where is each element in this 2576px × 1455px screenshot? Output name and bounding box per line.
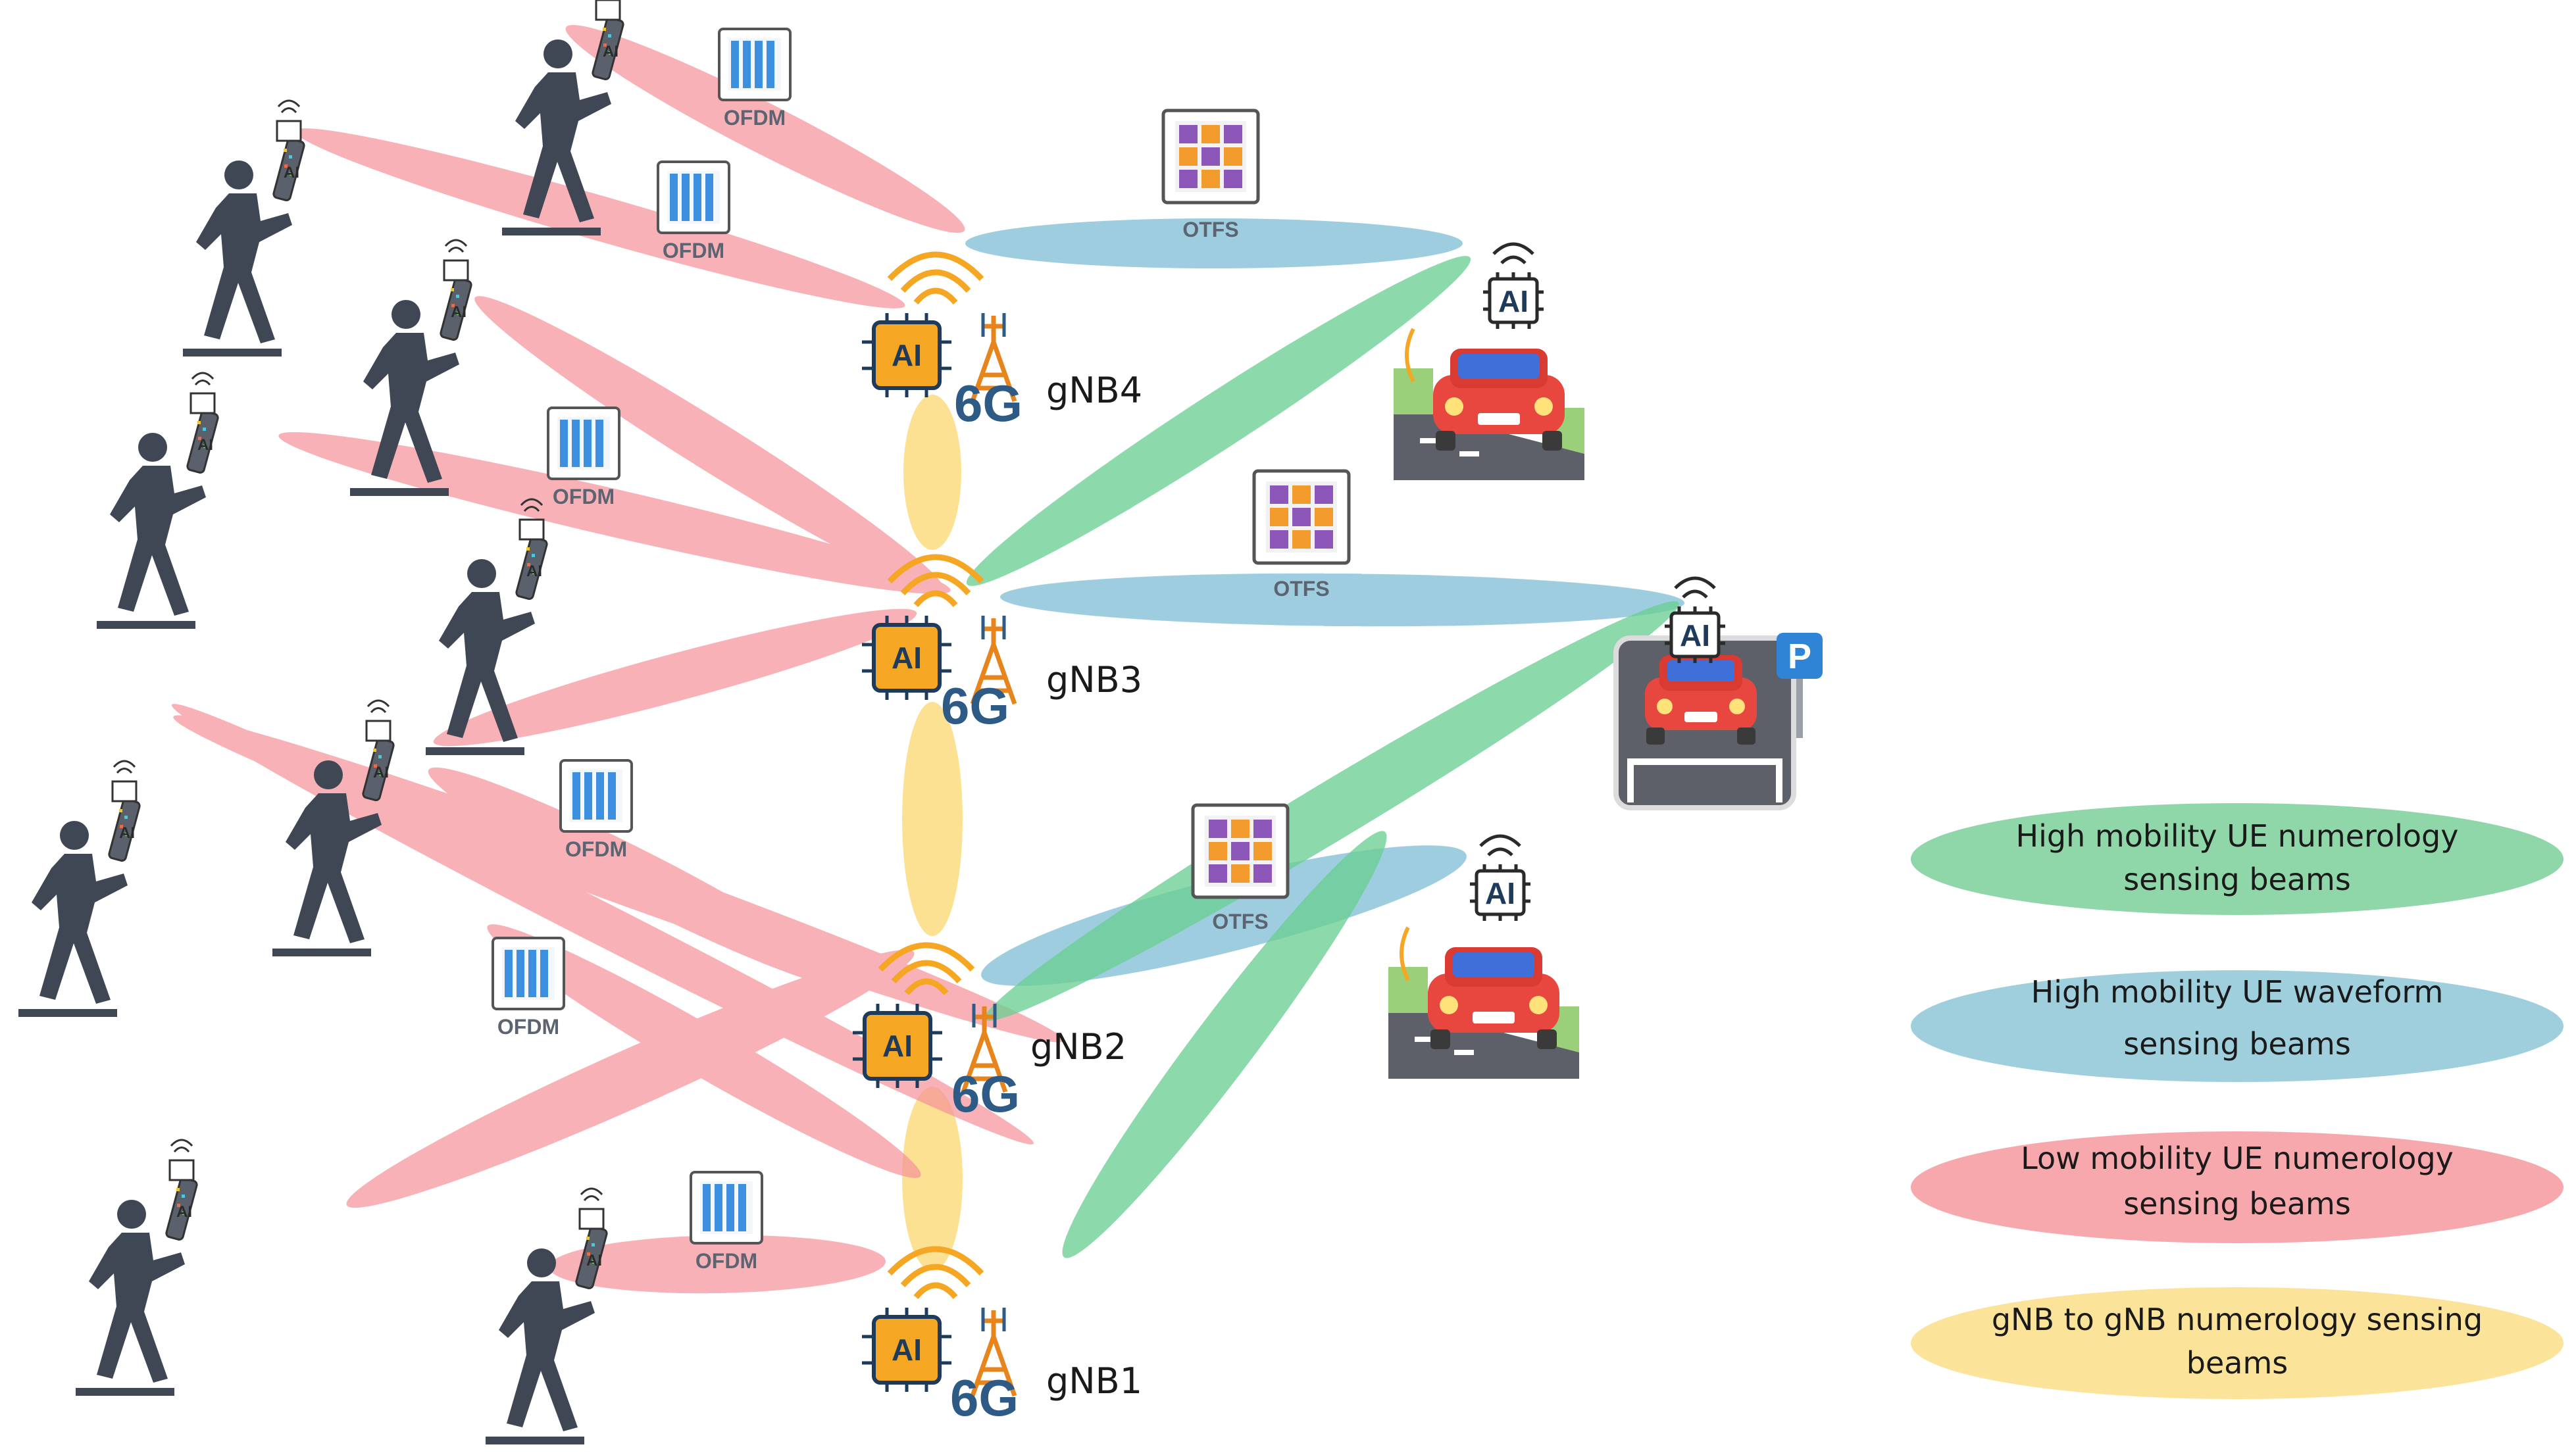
svg-text:gNB1: gNB1 [1046,1360,1142,1402]
svg-text:AI: AI [1485,876,1515,910]
otfs-beam-gnb4 [965,218,1463,268]
person-with-phone-icon [74,1139,199,1397]
person-with-phone-icon [95,372,220,630]
svg-text:AI: AI [197,436,213,454]
green-beams [966,256,1679,1258]
svg-text:OTFS: OTFS [1212,910,1268,933]
svg-text:Low mobility UE numerology: Low mobility UE numerology [2021,1141,2454,1176]
gnb1-station: AI 6G gNB1 [862,1249,1142,1427]
svg-text:gNB3: gNB3 [1046,659,1142,701]
ofdm-icon: OFDM [492,937,565,1039]
svg-text:6G: 6G [951,1065,1020,1123]
gnb2-parking-beam [984,601,1679,1021]
svg-text:High mobility UE waveform: High mobility UE waveform [2031,974,2444,1010]
svg-text:AI: AI [451,303,467,321]
gnb2-station: AI 6G gNB2 [853,945,1126,1123]
red-beams [171,24,1064,1294]
car-ai-tag: AI [1665,578,1725,663]
legend-item-blue: High mobility UE waveform sensing beams [1911,970,2563,1082]
otfs-beam-gnb3 [1000,573,1684,627]
svg-text:AI: AI [284,164,299,182]
gnb4-car1-beam [966,256,1471,586]
svg-text:gNB4: gNB4 [1046,370,1142,411]
gnb2-gnb1-beam [902,1087,963,1271]
svg-text:AI: AI [892,1333,922,1367]
parking-lot-car [1613,635,1796,810]
ofdm-icon: OFDM [690,1171,763,1273]
svg-text:sensing beams: sensing beams [2123,1186,2351,1221]
svg-text:gNB2: gNB2 [1030,1026,1126,1068]
gnb3-gnb2-beam [902,702,963,936]
svg-text:High mobility UE numerology: High mobility UE numerology [2016,818,2459,854]
svg-text:AI: AI [526,562,542,580]
car-on-road-2 [1388,927,1579,1079]
person-with-phone-icon [17,760,141,1018]
svg-text:OFDM: OFDM [663,239,724,262]
person-with-phone-icon [484,1187,609,1446]
car-on-road-1 [1394,329,1584,480]
car-ai-tag: AI [1483,244,1544,329]
svg-text:AI: AI [373,764,389,781]
svg-text:OTFS: OTFS [1182,218,1238,241]
ofdm-icon: OFDM [657,160,730,262]
svg-text:AI: AI [603,43,619,61]
ofdm-icon: OFDM [559,759,633,861]
svg-text:AI: AI [892,641,922,675]
parking-sign: P [1777,633,1823,738]
svg-text:AI: AI [1498,284,1528,318]
svg-text:P: P [1788,637,1811,676]
svg-text:6G: 6G [954,374,1023,432]
svg-text:6G: 6G [950,1369,1019,1427]
svg-text:OFDM: OFDM [553,485,615,508]
svg-text:beams: beams [2186,1345,2288,1381]
phone-ai-labels: AI AI AI AI AI AI AI AI AI [119,43,619,1270]
svg-text:AI: AI [892,338,922,372]
svg-text:6G: 6G [941,677,1009,735]
gnb3-station: AI 6G gNB3 [862,557,1142,735]
svg-text:OFDM: OFDM [565,837,627,861]
legend-item-red: Low mobility UE numerology sensing beams [1911,1131,2563,1243]
otfs-icon: OTFS [1163,111,1258,241]
otfs-icon: OTFS [1193,805,1288,933]
yellow-beams [902,395,963,1271]
ofdm-icon: OFDM [718,28,792,130]
legend-item-yellow: gNB to gNB numerology sensing beams [1911,1287,2563,1399]
otfs-icon: OTFS [1254,471,1349,601]
svg-text:sensing beams: sensing beams [2123,1026,2351,1062]
svg-text:AI: AI [586,1252,602,1270]
legend: High mobility UE numerology sensing beam… [1911,803,2563,1399]
person-with-phone-icon [182,99,306,358]
svg-text:OTFS: OTFS [1273,577,1329,601]
car-ai-tag: AI [1470,836,1530,921]
svg-text:AI: AI [882,1029,913,1063]
svg-text:AI: AI [176,1203,192,1221]
svg-text:OFDM: OFDM [497,1015,559,1039]
svg-text:sensing beams: sensing beams [2123,862,2351,897]
gnb1-car3-beam [1062,831,1387,1258]
gnb4-gnb3-beam [903,395,961,550]
svg-text:AI: AI [1680,618,1710,653]
legend-item-green: High mobility UE numerology sensing beam… [1911,803,2563,915]
ofdm-icon: OFDM [547,407,620,508]
svg-text:OFDM: OFDM [724,106,786,130]
svg-text:OFDM: OFDM [695,1249,757,1273]
svg-text:AI: AI [119,824,135,842]
gnb4-station: AI 6G gNB4 [862,255,1142,432]
svg-text:gNB to gNB numerology sensing: gNB to gNB numerology sensing [1992,1302,2483,1337]
